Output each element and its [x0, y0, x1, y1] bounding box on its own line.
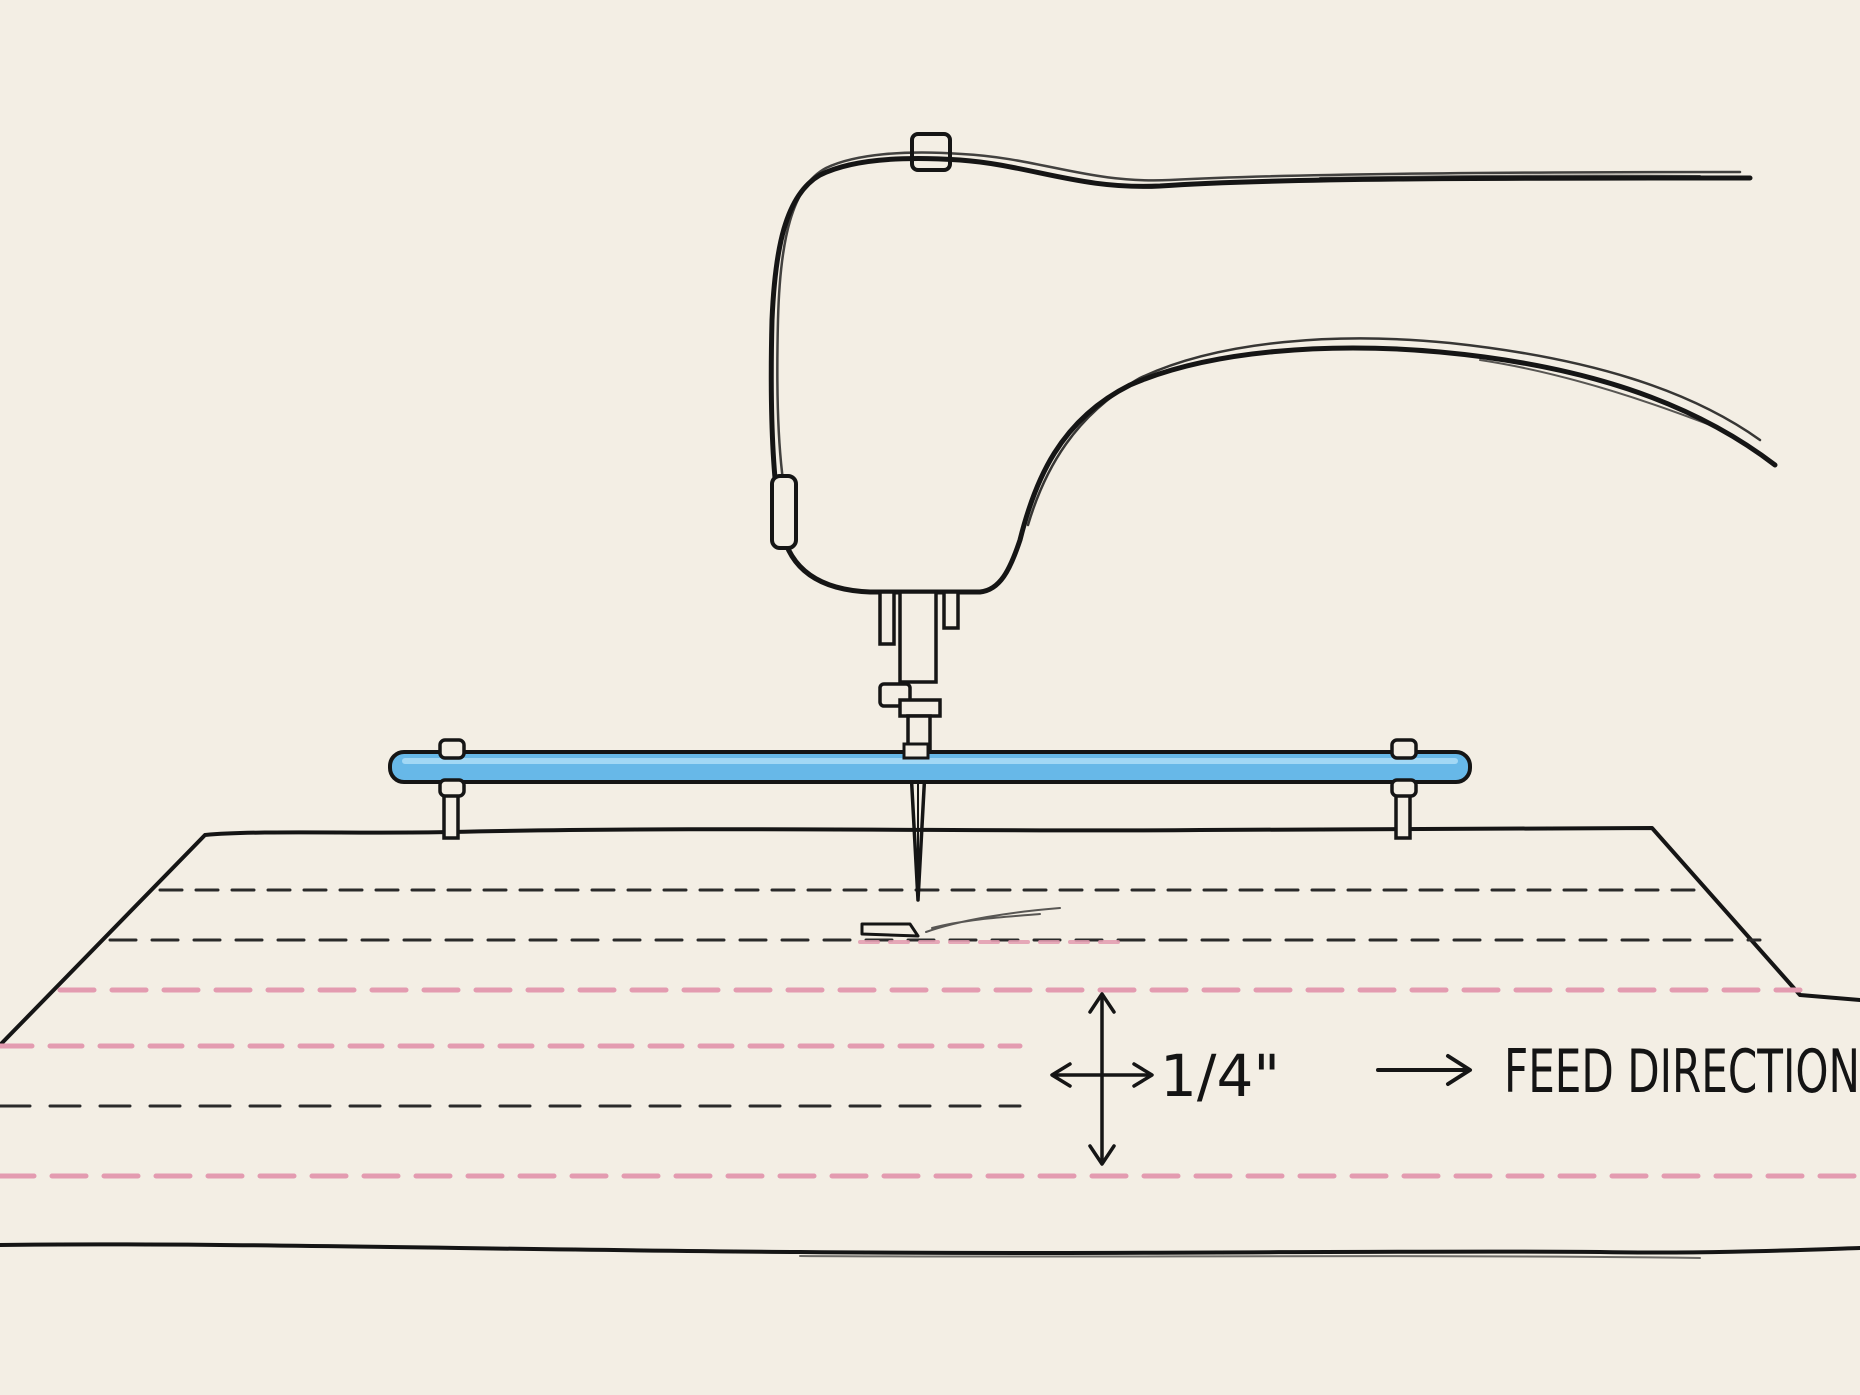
machine-arm-inner: [1026, 337, 1762, 527]
feed-direction-label: FEED DIRECTION: [1504, 1037, 1860, 1107]
right-arrow-icon: [1376, 1054, 1472, 1086]
machine-head-highlight: [776, 151, 1742, 522]
machine-arm-sketch: [1479, 359, 1711, 426]
guide-bar: [388, 750, 1472, 784]
right-bolt-bottom: [1390, 778, 1418, 798]
four-way-arrow-icon: [1050, 992, 1154, 1166]
fabric: [0, 826, 1860, 1259]
right-bolt-top: [1390, 738, 1418, 760]
fabric-bottom-sketch: [799, 1255, 1701, 1259]
machine-top-sketch: [1319, 174, 1701, 179]
side-knob: [770, 474, 798, 550]
guide-bar-shine: [402, 758, 1458, 764]
left-bolt-top: [438, 738, 466, 760]
needle-foot: [860, 922, 920, 938]
seam-guide-bar: [388, 738, 1472, 840]
feed-annotation: FEED DIRECTION: [1376, 1037, 1860, 1107]
needle-motion-sketch: [925, 907, 1061, 933]
left-bolt-bottom: [438, 778, 466, 798]
measurement-label: 1/4": [1160, 1042, 1280, 1110]
sewing-machine: [768, 132, 1778, 754]
fabric-outline: [0, 826, 1860, 1047]
stitch-lines: [0, 888, 1860, 1179]
measure-annotation: 1/4": [1050, 992, 1280, 1166]
fabric-bottom-edge: [0, 1242, 1860, 1255]
